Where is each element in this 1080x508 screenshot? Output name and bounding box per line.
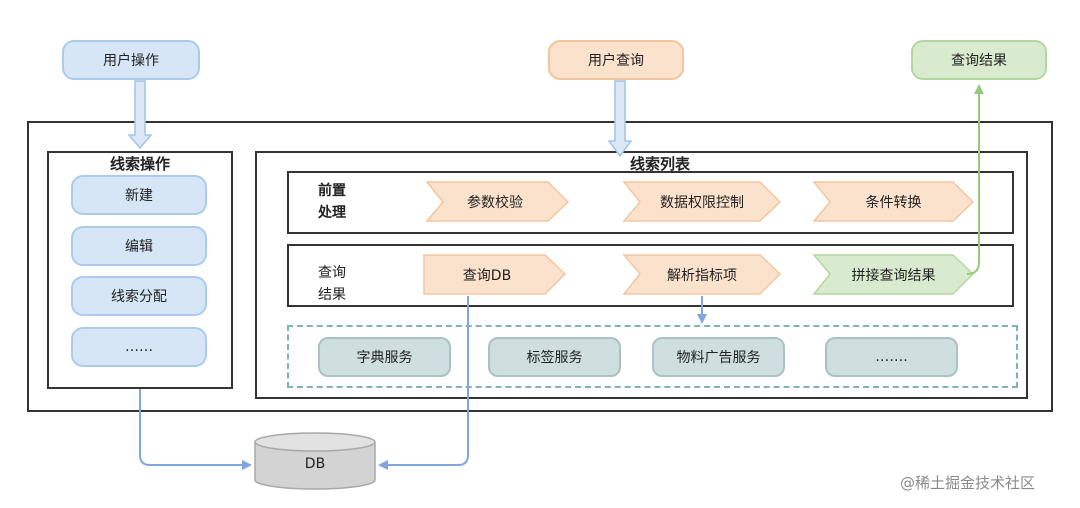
query-label-line2: 结果 bbox=[318, 287, 346, 303]
chevron-condition-convert bbox=[812, 181, 975, 222]
preprocess-label-line2: 处理 bbox=[318, 205, 346, 221]
system-frame bbox=[27, 121, 1053, 412]
hollow-arrow-user-op bbox=[127, 80, 153, 150]
hollow-arrow-user-query bbox=[607, 80, 633, 158]
step-data-permission: 数据权限控制 bbox=[660, 195, 744, 211]
preprocess-row bbox=[287, 171, 1014, 234]
query-row bbox=[287, 244, 1014, 307]
step-param-check: 参数校验 bbox=[467, 195, 523, 211]
user-operation-node[interactable]: 用户操作 bbox=[62, 40, 200, 80]
chevron-param-check bbox=[425, 181, 570, 222]
service-tag[interactable]: 标签服务 bbox=[488, 337, 621, 377]
clue-operation-panel bbox=[47, 151, 233, 389]
step-query-db: 查询DB bbox=[462, 268, 512, 284]
query-label: 查询 结果 bbox=[318, 262, 346, 306]
user-query-node[interactable]: 用户查询 bbox=[548, 40, 684, 80]
services-group bbox=[287, 325, 1018, 388]
step-parse-metrics: 解析指标项 bbox=[667, 268, 737, 284]
clue-list-title: 线索列表 bbox=[629, 155, 690, 173]
chevron-parse-metrics bbox=[622, 254, 782, 295]
chevron-query-db bbox=[423, 254, 567, 295]
service-more[interactable]: ……. bbox=[825, 337, 958, 377]
arrow-operation-to-db bbox=[139, 389, 252, 470]
query-label-line1: 查询 bbox=[318, 265, 346, 281]
preprocess-label: 前置 处理 bbox=[318, 180, 346, 224]
arrow-assemble-to-result bbox=[966, 84, 984, 275]
db-cylinder bbox=[254, 432, 376, 490]
more-operations-button[interactable]: …… bbox=[71, 327, 207, 367]
query-result-node[interactable]: 查询结果 bbox=[911, 40, 1047, 80]
watermark: @稀土掘金技术社区 bbox=[900, 474, 1036, 492]
step-condition-convert: 条件转换 bbox=[865, 195, 922, 211]
chevron-data-permission bbox=[622, 181, 782, 222]
step-assemble-result: 拼接查询结果 bbox=[851, 268, 936, 284]
arrow-querydb-to-db bbox=[378, 296, 469, 470]
edit-button[interactable]: 编辑 bbox=[71, 226, 207, 266]
service-dictionary[interactable]: 字典服务 bbox=[318, 337, 451, 377]
clue-list-panel bbox=[255, 151, 1028, 399]
preprocess-label-line1: 前置 bbox=[318, 183, 346, 199]
chevron-assemble-result bbox=[812, 254, 975, 295]
clue-operation-title: 线索操作 bbox=[109, 155, 170, 173]
service-material-ad[interactable]: 物料广告服务 bbox=[652, 337, 785, 377]
db-label: DB bbox=[304, 456, 326, 472]
assign-button[interactable]: 线索分配 bbox=[71, 276, 207, 316]
create-button[interactable]: 新建 bbox=[71, 175, 207, 215]
